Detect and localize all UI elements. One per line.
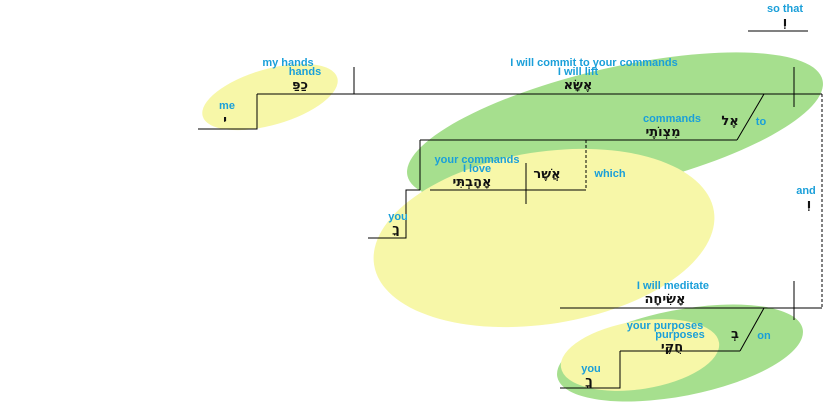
yellow-ellipse-my-hands <box>202 63 338 131</box>
on-slant <box>739 307 765 352</box>
you-1-gloss: you <box>388 211 408 223</box>
and-hebrew: וְ <box>807 197 811 212</box>
me-gloss: me <box>219 100 235 112</box>
meditate-hebrew: אָשִׂיחָה <box>644 292 685 307</box>
lift-gloss: I will lift <box>558 66 599 78</box>
me-step <box>198 94 258 130</box>
purposes-gloss: purposes <box>655 329 705 341</box>
love-gloss: I love <box>463 163 491 175</box>
commit-phrase-gloss: I will commit to your commands <box>510 57 677 69</box>
which-hebrew: אֲשֶׁר <box>533 167 560 182</box>
you-step-1 <box>368 189 420 239</box>
your-commands-phrase-gloss: your commands <box>435 154 520 166</box>
love-hebrew: אָהָבְתִּי <box>452 175 491 190</box>
to-slant <box>736 93 765 141</box>
you-step-2 <box>560 351 621 389</box>
lift-hebrew: אֶשָּׂא <box>564 78 593 93</box>
you-2-hebrew: ךָ <box>585 374 593 389</box>
meditate-gloss: I will meditate <box>637 280 709 292</box>
which-gloss: which <box>593 168 625 180</box>
hands-hebrew: כַפַּ <box>292 78 308 93</box>
commands-gloss: commands <box>643 113 701 125</box>
on-hebrew: בְ <box>731 327 739 342</box>
yellow-ellipse-your-commands <box>373 148 715 328</box>
commands-hebrew: מִצְוֹתֶי <box>645 125 680 140</box>
you-2-gloss: you <box>581 363 601 375</box>
so-that-hebrew: וְ <box>783 15 787 30</box>
me-hebrew: י <box>223 113 227 128</box>
so-that-gloss: so that <box>767 3 803 15</box>
to-hebrew: אֶל <box>721 114 738 129</box>
your-purposes-phrase-gloss: your purposes <box>627 320 703 332</box>
on-gloss: on <box>757 330 771 342</box>
my-hands-phrase-gloss: my hands <box>262 57 313 69</box>
you-1-hebrew: ךָ <box>392 222 400 237</box>
yellow-ellipse-your-purposes <box>560 319 720 391</box>
to-gloss: to <box>756 116 767 128</box>
hands-gloss: hands <box>289 66 321 78</box>
purposes-hebrew: חֻקֶּי <box>661 340 683 355</box>
and-gloss: and <box>796 185 816 197</box>
